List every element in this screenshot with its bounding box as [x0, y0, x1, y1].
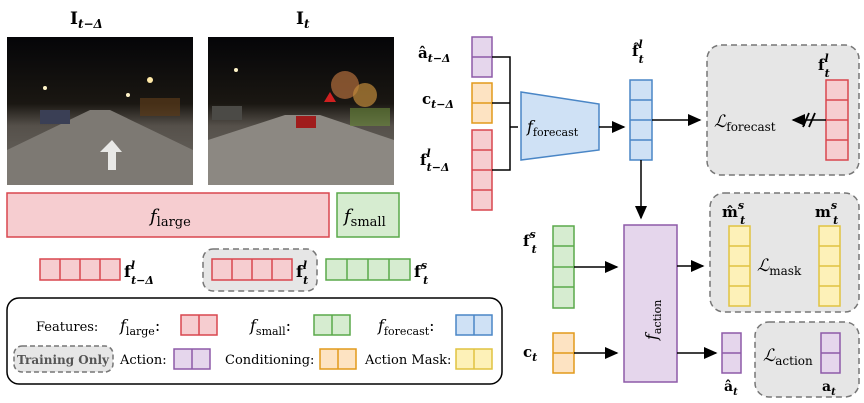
action-gt-label: at: [822, 379, 836, 398]
input-label-c-prev: ct−Δ: [422, 90, 454, 111]
legend-small-label: fsmall:: [249, 316, 291, 338]
image-frame-previous: It−Δ: [7, 9, 193, 185]
image-frame-current: It: [208, 9, 394, 185]
f-small-bar: fsmall: [336, 192, 400, 238]
road-arrow-icon: [100, 140, 122, 170]
forecast-loss-label: ℒforecast: [714, 112, 776, 134]
f-large-bar: flarge: [6, 192, 330, 238]
action-loss-box: ℒaction at: [754, 321, 860, 398]
legend-training-only-label: Training Only: [17, 353, 110, 367]
image-label-current: It: [296, 9, 310, 31]
image-label-previous: It−Δ: [70, 9, 103, 31]
f-action-block: faction: [623, 224, 678, 383]
action-loss-label: ℒaction: [763, 346, 813, 368]
legend: Features: flarge: fsmall: fforecast: Tra…: [6, 297, 503, 385]
stop-gradient-icon: [802, 112, 810, 128]
action-pred-label: ât: [724, 379, 738, 398]
legend-large-label: flarge:: [119, 316, 160, 338]
legend-forecast-label: fforecast:: [377, 316, 435, 338]
f-action-label: faction: [642, 300, 664, 341]
legend-features-label: Features:: [36, 320, 98, 335]
mask-loss-label: ℒmask: [757, 256, 802, 278]
f-forecast-label: fforecast: [526, 117, 579, 139]
input-label-c-t: ct: [523, 343, 537, 364]
legend-training-only: [13, 345, 114, 373]
legend-action-label: Action:: [119, 353, 167, 368]
legend-conditioning-label: Conditioning:: [225, 353, 314, 368]
legend-action-mask-label: Action Mask:: [364, 353, 451, 368]
action-output: ât: [721, 332, 742, 398]
input-label-a-prev: ât−Δ: [418, 44, 451, 65]
f-forecast-block: fforecast: [520, 91, 600, 161]
